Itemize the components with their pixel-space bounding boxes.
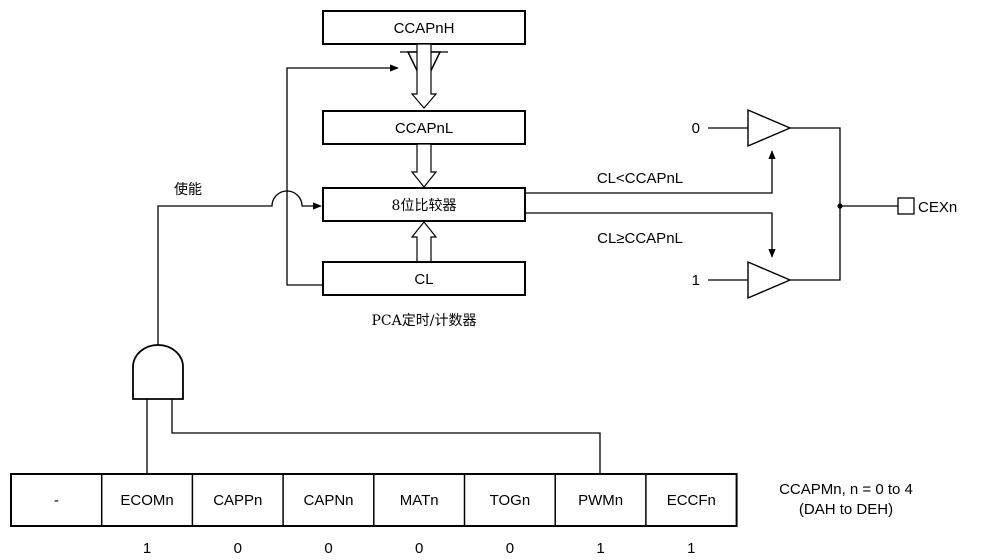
register-bit-name: MATn [400, 492, 439, 509]
register-bit-value: 1 [143, 540, 151, 557]
comparator-block: 8位比较器 [322, 187, 526, 222]
register-bit-value: 1 [687, 540, 695, 557]
cexn-pin-icon [897, 197, 915, 215]
buffer-0: 0 [692, 108, 792, 148]
lt-condition-label: CL<CCAPnL [597, 170, 683, 187]
ccapnh-block: CCAPnH [322, 10, 526, 45]
register-bit-name: ECCFn [667, 492, 716, 509]
register-bit-value: 0 [324, 540, 332, 557]
pca-timer-caption: PCA定时/计数器 [372, 313, 477, 329]
lt-output-wire [525, 150, 776, 194]
input-1-label: 1 [692, 272, 700, 289]
register-name-line1: CCAPMn, n = 0 to 4 [779, 481, 913, 498]
cl-block: CL [322, 261, 526, 296]
cl-label: CL [414, 271, 433, 288]
data-arrow-l-to-comparator [410, 143, 438, 188]
register-bit-name: ECOMn [120, 492, 173, 509]
buffer-0-out-wire [790, 127, 841, 281]
register-bit-name: CAPNn [303, 492, 353, 509]
register-bit-name: - [54, 492, 59, 509]
register-bit-value: 0 [415, 540, 423, 557]
ccapmn-register: - ECOMn 1 CAPPn 0 CAPNn 0 MATn 0 TOGn 0 PWMn 1 ECCFn 1 [10, 473, 738, 557]
and-gate-icon [132, 344, 184, 400]
ccapnl-label: CCAPnL [395, 120, 453, 137]
and-input-pwm [171, 399, 601, 474]
reload-wire [286, 64, 399, 286]
register-bit-value: 0 [234, 540, 242, 557]
ccapnh-label: CCAPnH [394, 20, 455, 37]
comparator-label: 8位比较器 [392, 198, 457, 214]
enable-wire [157, 190, 322, 347]
ge-condition-label: CL≥CCAPnL [597, 230, 683, 247]
ge-output-wire [525, 212, 776, 258]
register-bit-name: CAPPn [213, 492, 262, 509]
enable-label: 使能 [174, 181, 202, 198]
register-bit-name: PWMn [578, 492, 623, 509]
input-0-label: 0 [692, 120, 700, 137]
buffer-1: 1 [692, 260, 792, 300]
cexn-label: CEXn [918, 199, 957, 216]
register-bit-value: 0 [506, 540, 514, 557]
data-arrow-cl-to-comparator [410, 221, 438, 263]
register-bit-name: TOGn [490, 492, 531, 509]
data-arrow-h-to-l [410, 43, 438, 109]
ccapnl-block: CCAPnL [322, 110, 526, 145]
register-bit-value: 1 [596, 540, 604, 557]
register-name-line2: (DAH to DEH) [799, 501, 893, 518]
